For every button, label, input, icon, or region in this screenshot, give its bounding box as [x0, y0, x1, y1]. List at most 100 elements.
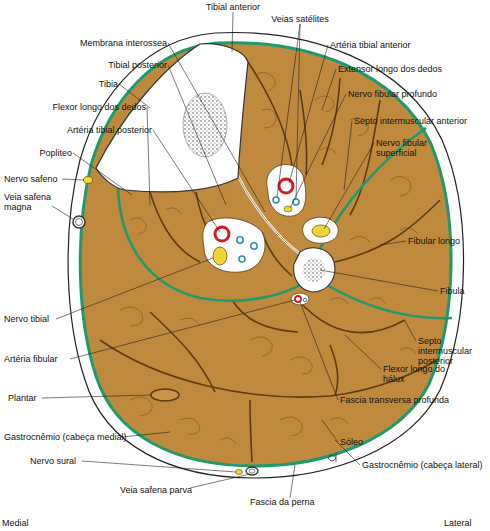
leader-line — [324, 143, 374, 229]
great-saphenous-vein — [73, 216, 85, 228]
part-label: Plantar — [8, 393, 53, 403]
skin-outline — [68, 33, 463, 478]
texture-stroke — [180, 318, 200, 326]
part-label: Tibial posterior — [77, 60, 167, 70]
muscle-border — [330, 345, 338, 396]
leader-line — [300, 302, 338, 400]
texture-stroke — [130, 397, 152, 416]
muscle-border — [298, 300, 405, 333]
texture-stroke — [320, 148, 336, 154]
leader-line — [322, 420, 338, 442]
texture-stroke — [290, 357, 312, 374]
tibia-marrow — [183, 93, 227, 157]
part-label: Nervo sural — [30, 456, 90, 466]
small-saphenous-vein-lumen — [249, 469, 255, 473]
leader-line — [290, 94, 346, 208]
satellite-vein — [251, 243, 257, 249]
part-label: Gastrocnêmio (cabeça lateral) — [362, 460, 487, 470]
texture-stroke — [262, 109, 276, 128]
muscle-border — [322, 78, 340, 165]
part-label: Membrana interossea — [67, 38, 167, 48]
leader-line — [380, 241, 406, 245]
part-label: Fascia transversa profunda — [340, 395, 485, 405]
small-saphenous-vein — [246, 467, 258, 475]
part-label: Extensor longo dos dedos — [338, 64, 463, 74]
great-saphenous-vein-lumen — [76, 219, 83, 226]
leader-line — [122, 432, 170, 437]
part-label: Tibia — [78, 79, 118, 89]
plantaris-muscle — [151, 389, 179, 401]
texture-stroke — [350, 236, 370, 242]
muscle-border — [262, 232, 292, 276]
texture-stroke — [315, 96, 334, 112]
muscle-border — [250, 400, 252, 462]
texture-stroke — [120, 307, 143, 326]
muscle-border — [150, 312, 215, 392]
leader-line — [322, 69, 336, 110]
texture-stroke — [330, 298, 348, 304]
part-label: Flexor longo do hálux — [383, 364, 453, 384]
fibular-bundle — [291, 293, 309, 305]
leader-line — [405, 321, 416, 341]
leader-line — [42, 395, 151, 398]
texture-stroke — [220, 438, 236, 444]
fibular-artery — [295, 296, 301, 302]
texture-stroke — [400, 228, 418, 234]
part-label: Veia safena parva — [120, 485, 215, 495]
part-label: Fascia da perna — [250, 497, 335, 507]
part-label: Fibular longo — [408, 236, 486, 246]
part-label: Lateral — [444, 518, 489, 528]
part-label: Medial — [2, 518, 47, 528]
leader-lines — [42, 12, 438, 498]
muscle-border — [232, 300, 298, 332]
leader-line — [168, 65, 226, 205]
part-label: Popliteo — [22, 148, 72, 158]
satellite-vein — [239, 256, 245, 262]
part-label: Nervo fibular profundo — [348, 89, 468, 99]
anterior-bundle — [267, 165, 306, 217]
texture-stroke — [400, 348, 416, 354]
texture-stroke — [250, 337, 272, 356]
leader-line — [232, 12, 233, 52]
anterior-tibial-artery — [279, 179, 293, 193]
texture-stroke — [330, 418, 348, 424]
sural-nerve — [236, 470, 243, 475]
leader-line — [289, 45, 328, 183]
part-label: Veia safena magna — [4, 192, 54, 212]
part-label: Nervo tibial — [4, 314, 64, 324]
texture-stroke — [180, 418, 200, 434]
leader-line — [153, 130, 220, 232]
part-label: Tibial anterior — [193, 2, 273, 12]
texture-stroke — [255, 72, 275, 91]
posterior-septum — [322, 282, 452, 318]
posterior-tibial-artery — [215, 227, 229, 241]
texture-stroke — [130, 218, 146, 234]
texture-stroke — [390, 176, 411, 196]
fibula-bone — [294, 248, 335, 292]
artist-signature — [328, 452, 336, 462]
part-label: Septo intermuscular anterior — [354, 116, 488, 126]
part-label: Fibula — [440, 286, 486, 296]
saphenous-nerve — [84, 177, 93, 184]
leader-line — [168, 43, 265, 212]
texture-stroke — [165, 208, 181, 214]
leader-line — [82, 461, 236, 472]
part-label: Sóleo — [340, 437, 380, 447]
leader-line — [73, 153, 132, 195]
part-label: Veias satélites — [260, 14, 340, 24]
part-label: Artéria tibial posterior — [32, 125, 152, 135]
satellite-vein — [273, 197, 279, 203]
part-label: Artéria fibular — [4, 354, 84, 364]
posterior-bundle — [203, 218, 265, 272]
leader-line — [70, 300, 295, 359]
part-label: Gastrocnêmio (cabeça medial) — [4, 432, 129, 442]
part-label: Nervo safeno — [4, 174, 74, 184]
leader-line — [56, 258, 213, 319]
leader-line — [290, 465, 295, 498]
leader-line — [147, 107, 150, 205]
leader-line — [345, 335, 381, 369]
leader-line — [52, 206, 73, 219]
